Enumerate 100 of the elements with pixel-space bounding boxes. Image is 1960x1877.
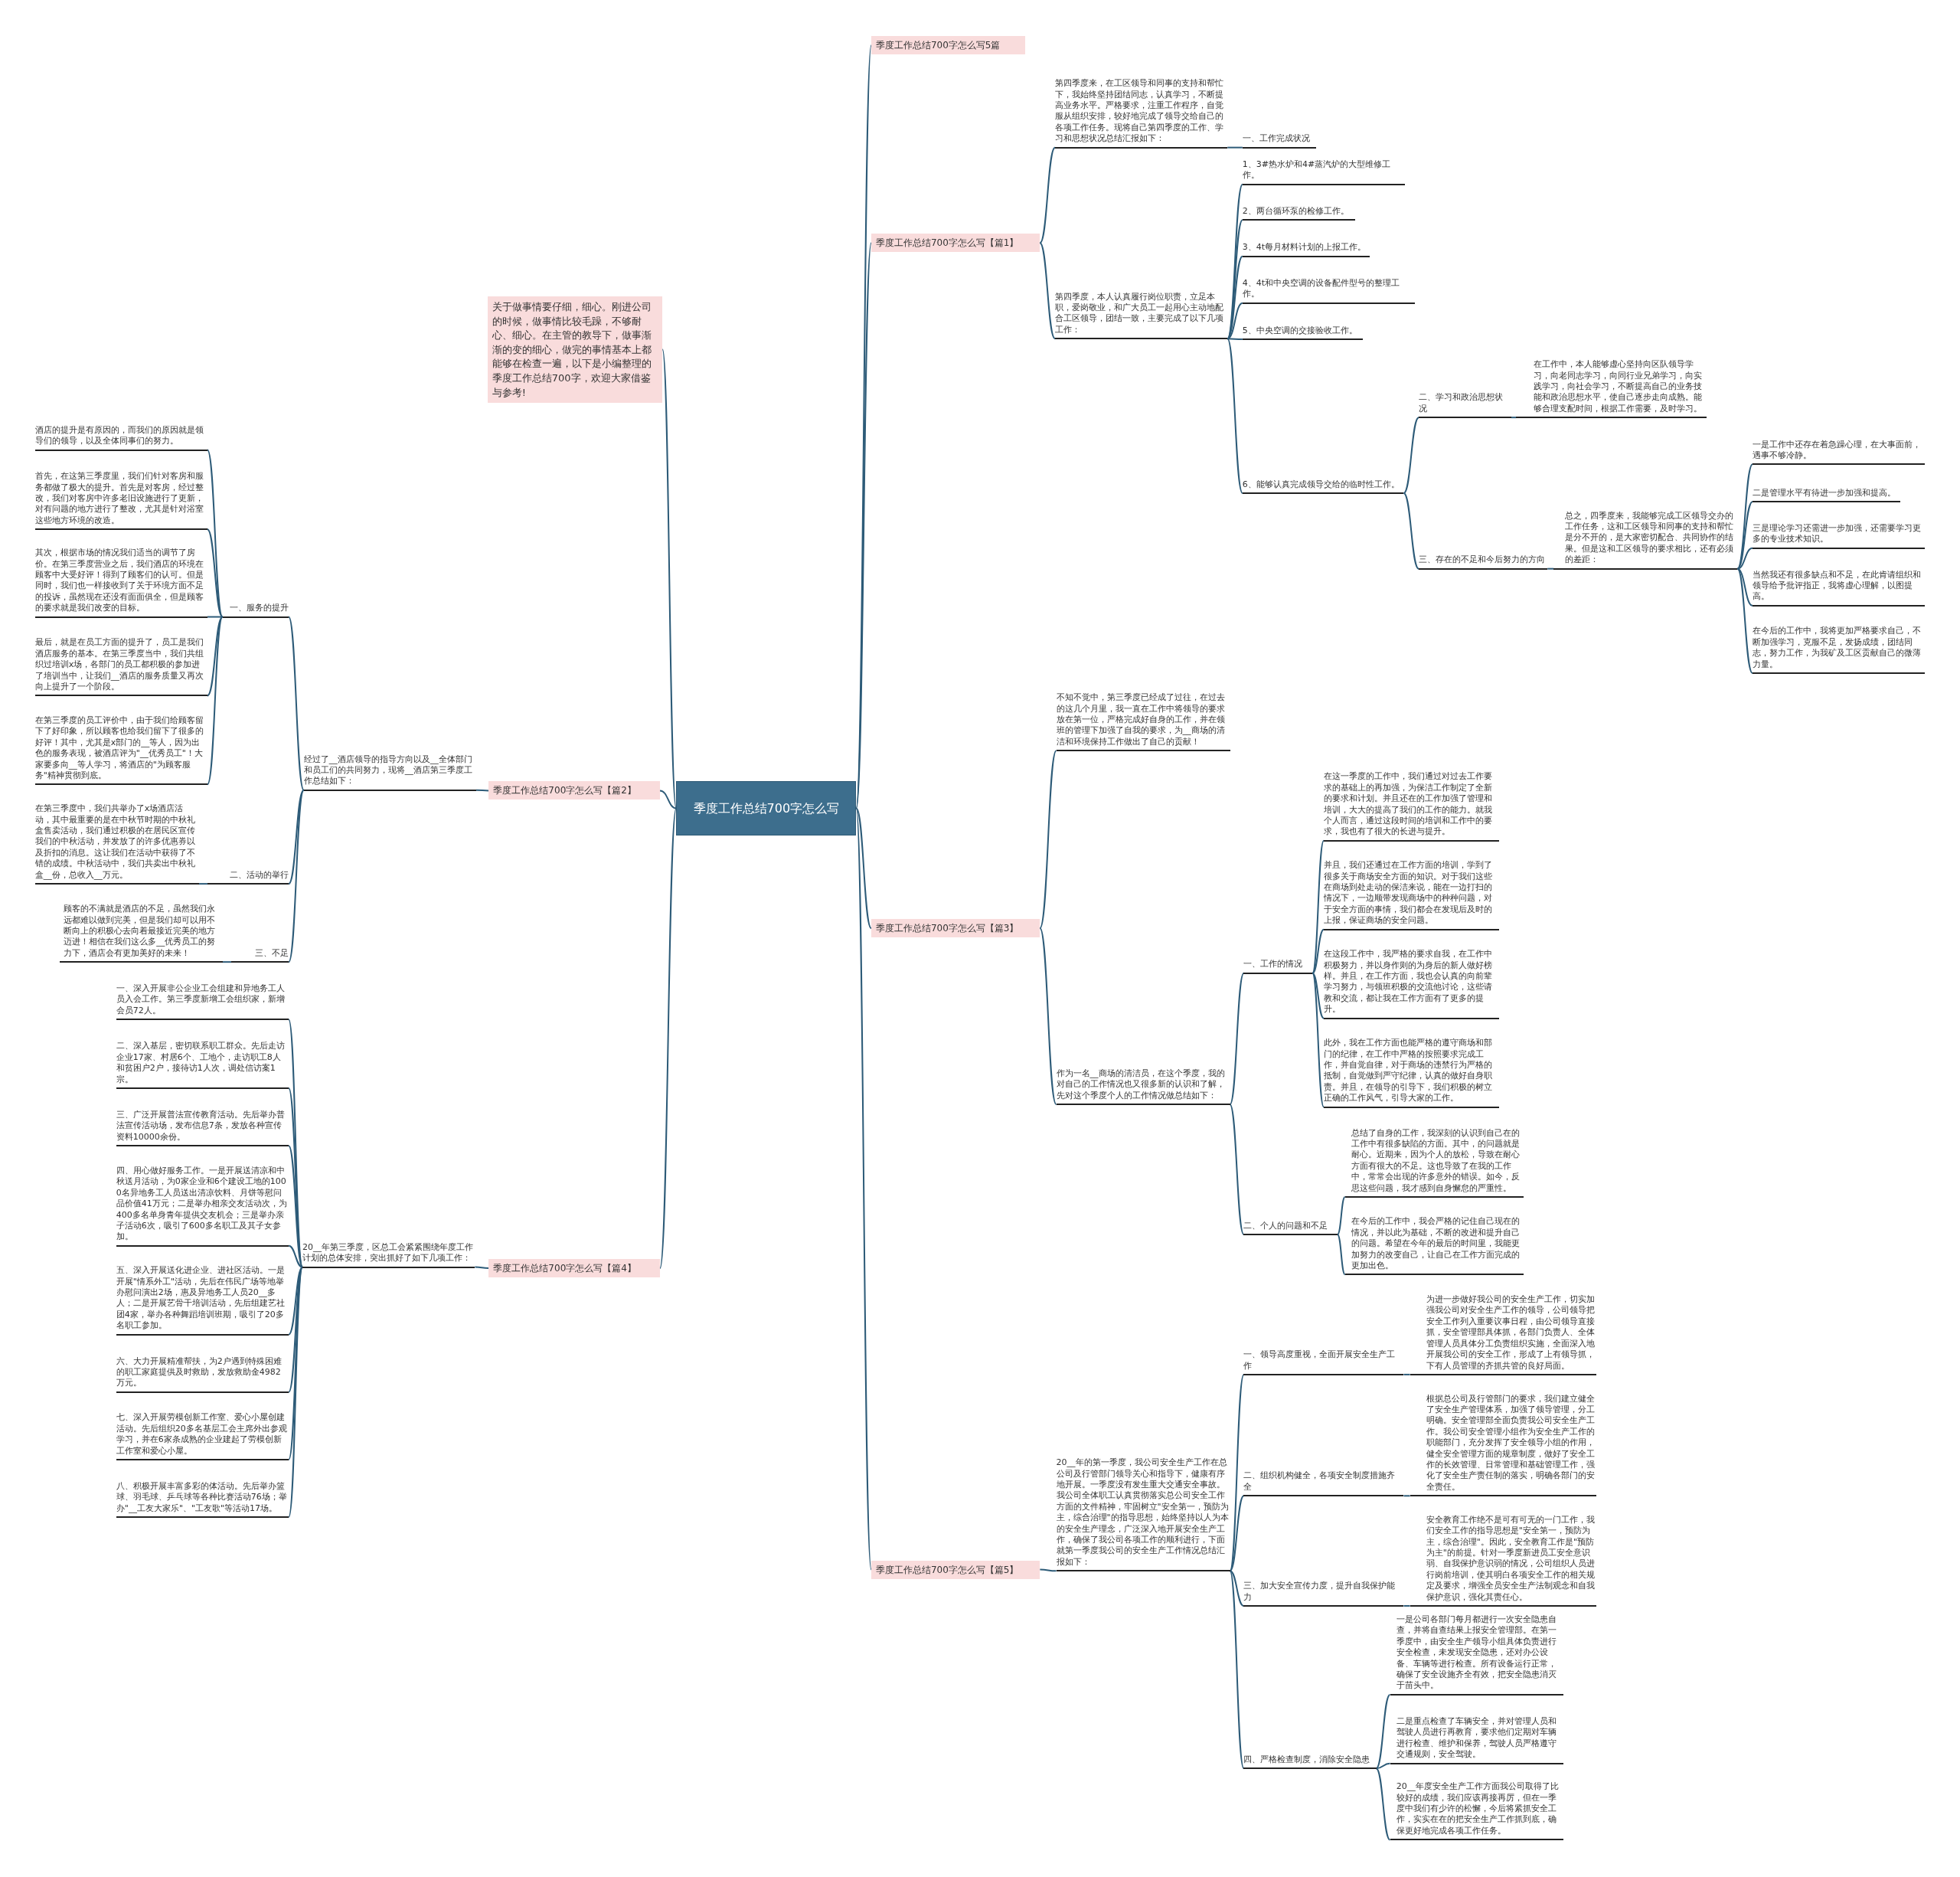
subtopic-text: 酒店的提升是有原因的，而我们的原因就是领导们的领导，以及全体同事们的努力。 <box>34 424 207 451</box>
subtopic-text: 三、加大安全宣传力度，提升自我保护能力 <box>1243 1581 1404 1607</box>
intro-box: 关于做事情要仔细，细心。刚进公司的时候，做事情比较毛躁，不够耐心、细心。在主管的教导下，做事渐渐的变的细心，做完的事情基本上都能够在检查一遍，以下是小编整理的季度工作总结700字，欢迎大家借鉴与参考! <box>487 296 663 403</box>
subtopic-text: 根据总公司及行管部门的要求，我们建立健全了安全生产管理体系，加强了领导管理，分工明确。安全管理部全面负责我公司安全生产工作。我公司安全管理小组作为安全生产工作的职能部门，充分发挥了安全领导小组的作用，健全安全管理方面的规章制度，做好了安全工作的长效管理、日常管理和基础管理工作，强化了安全生产责任制的落实，明确各部门的安全责任。 <box>1410 1393 1596 1497</box>
connector-line <box>207 616 224 697</box>
connector-line <box>288 789 305 963</box>
connector-line <box>1736 463 1753 570</box>
connector-line <box>1039 146 1056 244</box>
connector-line <box>1229 972 1245 1106</box>
subtopic-text: 三、不足 <box>231 947 289 963</box>
subtopic-text: 二、组织机构健全，各项安全制度措施齐全 <box>1243 1470 1404 1497</box>
connector-line <box>288 1019 304 1268</box>
subtopic-text: 一、工作的情况 <box>1243 959 1313 974</box>
subtopic-text: 1、3#热水炉和4#蒸汽炉的大型维修工作。 <box>1242 159 1406 185</box>
subtopic-text: 作为一名__商场的清洁员，在这个季度，我的对自己的工作情况也又很多新的认识和了解，先对这个季度个人的工作情况做总结如下： <box>1056 1068 1230 1106</box>
subtopic-text: 当然我还有很多缺点和不足，在此肯请组织和领导给予批评指正，我将虚心理解，以图提高。 <box>1752 569 1926 607</box>
subtopic-text: 经过了__酒店领导的指导方向以及__全体部门和员工们的共同努力，现将__酒店第三季度工作总结如下： <box>303 754 477 791</box>
subtopic-text: 在今后的工作中，我将更加严格要求自己，不断加强学习，克服不足，发扬成绩，团结同志，努力工作，为我矿及工区贡献自己的微薄力量。 <box>1752 626 1926 674</box>
central-topic: 季度工作总结700字怎么写 <box>676 781 857 835</box>
connector-line <box>288 1244 304 1268</box>
main-topic-box: 季度工作总结700字怎么写【篇4】 <box>488 1259 661 1278</box>
connector-line <box>1227 255 1243 340</box>
subtopic-text: 第四季度来，在工区领导和同事的支持和帮忙下，我始终坚持团结同志，认真学习，不断提高业务水平。严格要求，注重工作程序，自觉服从组织安排，较好地完成了领导交给自己的各项工作任务。现将自己第四季度的工作、学习和思想状况总结汇报如下： <box>1054 78 1228 149</box>
connector-line <box>207 616 224 786</box>
connector-line <box>1312 972 1325 1019</box>
connector-line <box>1229 1570 1245 1607</box>
subtopic-text: 安全教育工作绝不是可有可无的一门工作，我们安全工作的指导思想是"安全第一，预防为主，综合治理"。因此，安全教育工作是"预防为主"的前提。针对一季度新进员工安全意识弱、自我保护意识弱的情况，公司组织人员进行岗前培训，使其明白各项安全工作的相关规定及要求，增强全员安全生产法制观念和自我保护意识，强化其责任心。 <box>1410 1514 1596 1607</box>
main-topic-box: 季度工作总结700字怎么写5篇 <box>871 36 1025 55</box>
subtopic-text: 为进一步做好我公司的安全生产工作，切实加强我公司对安全生产工作的领导，公司领导把安全工作列入重要议事日程，由公司领导直接抓，安全管理部具体抓，各部门负责人、全体管理人员具体分工负责组织实施，全面深入地开展我公司的安全工作，形成了上有领导抓，下有人员管理的齐抓共管的良好局面。 <box>1410 1294 1596 1375</box>
connector-line <box>1403 1604 1411 1607</box>
connector-line <box>855 807 872 929</box>
subtopic-text: 2、两台循环泵的检修工作。 <box>1242 205 1355 221</box>
subtopic-text: 3、4t每月材料计划的上报工作。 <box>1242 242 1370 257</box>
connector-line <box>1736 501 1753 570</box>
connector-line <box>475 789 490 792</box>
connector-line <box>288 1266 304 1519</box>
connector-line <box>1375 1693 1391 1770</box>
connector-line <box>1229 1495 1245 1572</box>
connector-line <box>1336 1196 1346 1236</box>
main-topic-box: 季度工作总结700字怎么写【篇5】 <box>871 1560 1040 1579</box>
subtopic-text: 在工作中，本人能够虚心坚持向区队领导学习，向老同志学习，向同行业兄弟学习，向实践学习，向社会学习，不断提高自己的业务技能和政治思想水平，使自己逐步走向成熟。能够合理支配时间，根据工作需要，及时学习。 <box>1516 359 1707 419</box>
subtopic-text: 在第三季度的员工评价中，由于我们给顾客留下了好印象，所以顾客也给我们留下了很多的好评！其中，尤其是x部门的__等人，因为出色的服务表现，被酒店评为"__优秀员工"！大家要多向__等人学习，将酒店的"为顾客服务"精神贯彻到底。 <box>34 715 207 786</box>
connector-line <box>1227 146 1243 149</box>
connector-line <box>207 528 224 618</box>
subtopic-text: 总结了自身的工作，我深刻的认识到自己在的工作中有很多缺陷的方面。其中，的问题就是耐心。近期来，因为个人的放松，导致在耐心方面有很大的不足。这也导致了在我的工作中，常常会出现的许多意外的错误。如今，反思这些问题，我才感到自身懈怠的严重性。 <box>1344 1127 1524 1198</box>
connector-line <box>1403 1373 1411 1375</box>
subtopic-text: 不知不觉中，第三季度已经成了过往，在过去的这几个月里，我一直在工作中将领导的要求放在第一位，严格完成好自身的工作，并在领班的管理下加强了自我的要求，为__商场的清洁和环境保持工作做出了自己的贡献！ <box>1056 692 1230 752</box>
subtopic-text: 此外，我在工作方面也能严格的遵守商场和部门的纪律，在工作中严格的按照要求完成工作，并自觉自律，对于商场的违禁行为严格的抵制，自觉做到严守纪律，认真的做好自身职责。并且，在领导的引导下，我们积极的树立正确的工作风气，引导大家的工作。 <box>1323 1038 1499 1108</box>
subtopic-text: 二是管理水平有待进一步加强和提高。 <box>1752 487 1900 503</box>
subtopic-text: 在今后的工作中，我会严格的记住自己现在的情况，并以此为基础，不断的改进和提升自己的问题。希望在今年的最后的时间里，我能更加努力的改变自己，让自己在工作方面完成的更加出色。 <box>1344 1216 1524 1276</box>
subtopic-text: 20__年第三季度，区总工会紧紧围绕年度工作计划的总体安排，突出抓好了如下几项工作： <box>302 1241 475 1268</box>
connector-line <box>1312 928 1325 974</box>
subtopic-text: 四、用心做好服务工作。一是开展送清凉和中秋送月活动，为0家企业和6个建设工地的1000名异地务工人员送出清凉饮料、月饼等慰问品价值41万元；二是举办相亲交友活动次，为400多名单身青年提供交友机会；三是举办亲子活动6次，吸引了600多名职工及其子女参加。 <box>116 1165 289 1247</box>
subtopic-text: 一、工作完成状况 <box>1242 133 1317 149</box>
connector-line <box>1547 567 1555 570</box>
connector-line <box>1403 1495 1411 1497</box>
connector-line <box>198 883 208 885</box>
connector-line <box>288 1145 304 1268</box>
subtopic-text: 总之，四季度来，我能够完成工区领导交办的工作任务，这和工区领导和同事的支持和帮忙是分不开的，是大家密切配合、共同协作的结果。但是这和工区领导的要求相比，还有必须的差距： <box>1553 510 1738 570</box>
connector-line <box>288 1266 304 1460</box>
subtopic-text: 三、广泛开展普法宣传教育活动。先后举办普法宣传活动场，发布信息7条，发放各种宣传资料10000余份。 <box>116 1109 289 1147</box>
connector-line <box>1039 750 1057 929</box>
subtopic-text: 其次，根据市场的情况我们适当的调节了房价。在第三季度营业之后，我们酒店的环境在顾客中大受好评！得到了顾客们的认可。但是同时，我们也一样接收到了关于环境方面不足的投诉，虽然现在还没有面面俱全，但是顾客的要求就是我们改变的目标。 <box>34 548 207 618</box>
subtopic-text: 在这一季度的工作中，我们通过对过去工作要求的基础上的再加强，为保洁工作制定了全新的要求和计划。并且还在的工作加强了管理和培训，大大的提高了我们的工作的能力。就我个人而言，通过这段时间的培训和工作中的要求，我也有了很大的长进与提升。 <box>1323 771 1499 842</box>
connector-line <box>1039 242 1056 340</box>
subtopic-text: 4、4t和中央空调的设备配件型号的整理工作。 <box>1242 277 1416 304</box>
main-topic-box: 季度工作总结700字怎么写【篇1】 <box>871 234 1040 253</box>
subtopic-text: 二、活动的举行 <box>207 869 289 885</box>
subtopic-text: 在第三季度中，我们共举办了x场酒店活动，其中最重要的是在中秋节时期的中秋礼盒售卖活动，我们通过积极的在居民区宣传我们的中秋活动，并发放了的许多优惠券以及折扣的消息。这让我们在活动中获得了不错的成绩。中秋活动中，我们共卖出中秋礼盒__份，总收入__万元。 <box>34 803 199 885</box>
connector-line <box>1227 338 1243 341</box>
connector-line <box>1039 1568 1057 1572</box>
subtopic-text: 四、严格检查制度，消除安全隐患 <box>1243 1754 1377 1770</box>
connector-line <box>1403 417 1420 494</box>
connector-line <box>1039 927 1057 1106</box>
main-topic-box: 季度工作总结700字怎么写【篇3】 <box>871 919 1040 937</box>
subtopic-text: 一、深入开展非公企业工会组建和异地务工人员入会工作。第三季度新增工会组织家，新增会员72人。 <box>116 983 289 1021</box>
connector-line <box>474 1266 490 1270</box>
subtopic-text: 一、服务的提升 <box>222 603 289 618</box>
connector-line <box>1227 338 1243 494</box>
connector-line <box>1510 417 1517 419</box>
subtopic-text: 三、存在的不足和今后努力的方向 <box>1419 554 1548 570</box>
subtopic-text: 二、个人的问题和不足 <box>1243 1220 1338 1236</box>
connector-line <box>288 789 305 885</box>
connector-line <box>1736 547 1753 570</box>
connector-line <box>1736 567 1753 607</box>
subtopic-text: 20__年的第一季度，我公司安全生产工作在总公司及行管部门领导关心和指导下，健康有序地开展。一季度没有发生重大交通安全事故。我公司全体职工认真贯彻落实总公司安全工作方面的文件精神，牢固树立"安全第一，预防为主，综合治理"的指导思想，始终坚持以人为本的安全生产理念，广泛深入地开展安全生产工作，确保了我公司各项工作的顺利进行，下面就第一季度我公司的安全生产工作情况总结汇报如下： <box>1056 1457 1230 1572</box>
connector-line <box>288 616 305 791</box>
connector-line <box>1229 1104 1245 1236</box>
connector-line <box>1227 302 1243 340</box>
subtopic-text: 第四季度，本人认真履行岗位职责，立足本职，爱岗敬业，和广大员工一起用心主动地配合工区领导，团结一致，主要完成了以下几项工作： <box>1054 291 1228 340</box>
connector-line <box>1336 1234 1346 1276</box>
subtopic-text: 在这段工作中，我严格的要求自我，在工作中积极努力，并以身作则的为身后的新人做好榜样。并且，在工作方面，我也会认真的向前辈学习努力，与领班积极的交流他讨论，这些请教和交流，都让我在工作方面有了更多的提升。 <box>1323 949 1499 1019</box>
connector-line <box>1403 492 1420 570</box>
subtopic-text: 5、中央空调的交接验收工作。 <box>1242 325 1363 341</box>
subtopic-text: 一、领导高度重视，全面开展安全生产工作 <box>1243 1349 1404 1375</box>
connector-line <box>1736 567 1753 674</box>
subtopic-text: 二是重点检查了车辆安全，并对管理人员和驾驶人员进行再教育，要求他们定期对车辆进行检查、维护和保养，驾驶人员严格遵守交通规则，安全驾驶。 <box>1390 1716 1564 1764</box>
subtopic-text: 6、能够认真完成领导交给的临时性工作。 <box>1242 479 1404 494</box>
subtopic-text: 一是工作中还存在着急躁心理，在大事面前，遇事不够冷静。 <box>1752 439 1926 466</box>
connector-line <box>1312 972 1325 1108</box>
